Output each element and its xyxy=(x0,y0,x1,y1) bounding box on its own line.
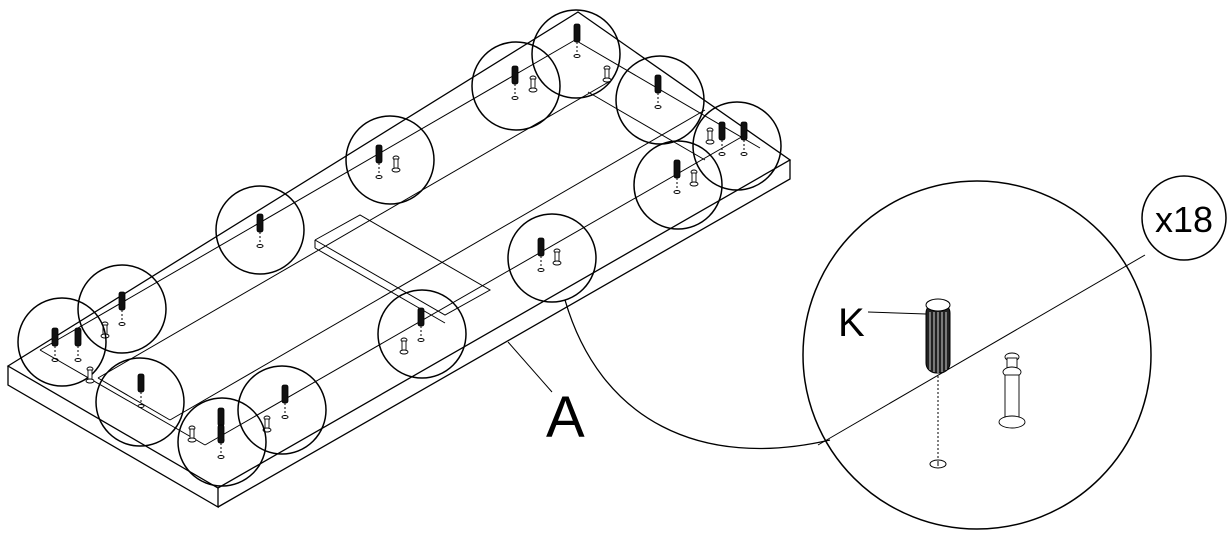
dowel-icon xyxy=(673,159,681,194)
dowel-icon xyxy=(281,384,289,419)
detail-circle xyxy=(615,55,705,145)
rail-line-3 xyxy=(169,109,706,421)
cam-bolt-icon xyxy=(85,366,95,384)
rail-line-2 xyxy=(97,79,613,379)
board-right-edge xyxy=(217,160,791,508)
quantity-label: x18 xyxy=(1155,199,1213,240)
dowel-icon xyxy=(256,213,264,248)
detail-circle xyxy=(77,264,167,354)
dowel-icon xyxy=(511,65,519,100)
magnify-connector xyxy=(564,299,831,450)
cam-bolt-large-icon xyxy=(998,352,1026,429)
rail-line-7 xyxy=(39,349,206,446)
magnified-detail: K xyxy=(564,180,1152,530)
cam-bolt-icon xyxy=(399,337,409,355)
dowel-icon xyxy=(375,144,383,179)
detail-circle xyxy=(345,115,435,205)
dowel-icon xyxy=(74,327,82,362)
cam-bolt-icon xyxy=(602,65,612,83)
rail-line-4 xyxy=(204,134,746,446)
dowel-icon xyxy=(417,307,425,342)
detail-circle xyxy=(377,289,467,379)
detail-circles xyxy=(17,9,782,487)
dowel-icon xyxy=(740,121,748,156)
board-front-edge xyxy=(7,366,219,509)
middle-panel xyxy=(314,214,492,316)
dowel-icon xyxy=(137,373,145,408)
middle-panel-edge-2 xyxy=(314,247,446,324)
dowel-icon xyxy=(217,424,225,459)
detail-circle xyxy=(692,101,782,191)
dowel-icon xyxy=(654,74,662,109)
detail-circle xyxy=(531,9,621,99)
board-top-face xyxy=(6,11,792,489)
quantity-badge: x18 xyxy=(1141,175,1227,261)
board-a xyxy=(6,11,792,509)
part-a-callout: A xyxy=(507,341,585,450)
part-a-label: A xyxy=(546,385,585,450)
detail-circle xyxy=(633,140,723,230)
magnified-circle xyxy=(802,180,1152,530)
dowel-k-leader xyxy=(867,311,927,315)
cam-bolt-icon xyxy=(552,248,562,266)
rail-line-8 xyxy=(97,377,171,421)
dowel-icon xyxy=(537,237,545,272)
dowel-icon xyxy=(51,327,59,362)
detail-circle xyxy=(17,297,107,387)
cam-bolt-icon xyxy=(187,425,197,443)
detail-circle xyxy=(95,357,185,447)
part-a-leader xyxy=(507,341,553,393)
detail-circle xyxy=(177,397,267,487)
rail-line-6 xyxy=(587,91,706,161)
dowel-icon xyxy=(118,291,126,326)
dowel-k-label: K xyxy=(838,301,865,345)
detail-circle xyxy=(237,365,327,455)
cam-bolt-icon xyxy=(705,127,715,145)
dowel-k-icon xyxy=(925,298,951,469)
detail-circle xyxy=(471,41,561,131)
detail-circle xyxy=(215,185,305,275)
rail-line-5 xyxy=(574,39,761,149)
magnified-board-line xyxy=(817,254,1146,446)
dowel-icon xyxy=(718,121,726,156)
cam-bolt-icon xyxy=(528,75,538,93)
detail-circle xyxy=(507,213,597,303)
dowel-icon xyxy=(573,23,581,58)
cam-bolt-icon xyxy=(689,169,699,187)
rail-line-1 xyxy=(39,39,576,351)
cam-bolt-icon xyxy=(391,155,401,173)
